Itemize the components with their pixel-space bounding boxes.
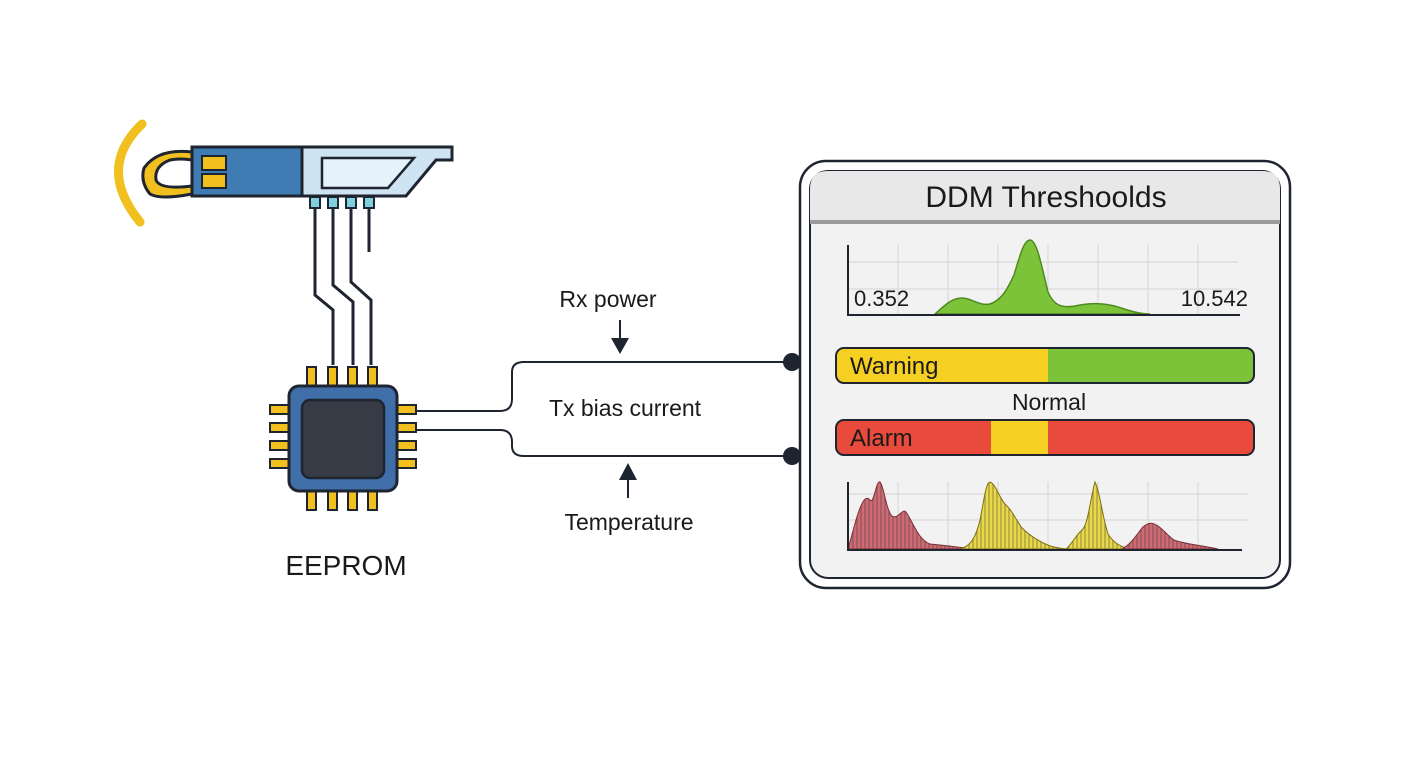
warning-threshold-bar: Warning [835, 347, 1255, 384]
signal-arc-outer-icon [114, 119, 147, 227]
upper-connector-dot [783, 353, 801, 371]
module-pins [309, 196, 375, 209]
rx-power-label: Rx power [559, 286, 656, 312]
module-traces [313, 208, 373, 365]
eeprom-chip: EEPROM [269, 366, 417, 581]
optical-connector-icon [141, 149, 194, 199]
upper-signal-line [416, 361, 790, 412]
lower-signal-line [416, 429, 790, 457]
temperature-arrow-up-icon [619, 463, 637, 498]
lower-connector-dot [783, 447, 801, 465]
axis-min-label: 0.352 [854, 286, 909, 311]
module-window [320, 156, 417, 190]
chip-pins-right [395, 404, 417, 469]
panel-header [810, 171, 1280, 221]
axis-max-label: 10.542 [1181, 286, 1248, 311]
warning-label: Warning [850, 353, 938, 380]
eeprom-label: EEPROM [285, 550, 406, 581]
alarm-threshold-bar: Alarm [835, 419, 1255, 456]
chip-pins-bottom [306, 489, 378, 511]
normal-label: Normal [1012, 389, 1086, 415]
bottom-histogram-chart [847, 480, 1248, 551]
module-contact-bottom [201, 173, 227, 189]
temperature-label: Temperature [564, 509, 693, 535]
top-distribution-curve [933, 239, 1151, 315]
rx-arrow-down-icon [611, 320, 629, 354]
ddm-panel: DDM Threshoolds 0.352 10.542 [798, 159, 1292, 590]
panel-title: DDM Threshoolds [925, 181, 1166, 214]
top-distribution-chart: 0.352 10.542 [847, 239, 1248, 316]
tx-bias-label: Tx bias current [549, 395, 702, 421]
chip-pins-left [269, 404, 291, 469]
module-contact-top [201, 155, 227, 171]
signal-connections [416, 361, 790, 457]
alarm-label: Alarm [850, 425, 913, 452]
chip-pins-top [306, 366, 378, 388]
chip-core [300, 398, 386, 480]
transceiver-module [114, 119, 454, 365]
